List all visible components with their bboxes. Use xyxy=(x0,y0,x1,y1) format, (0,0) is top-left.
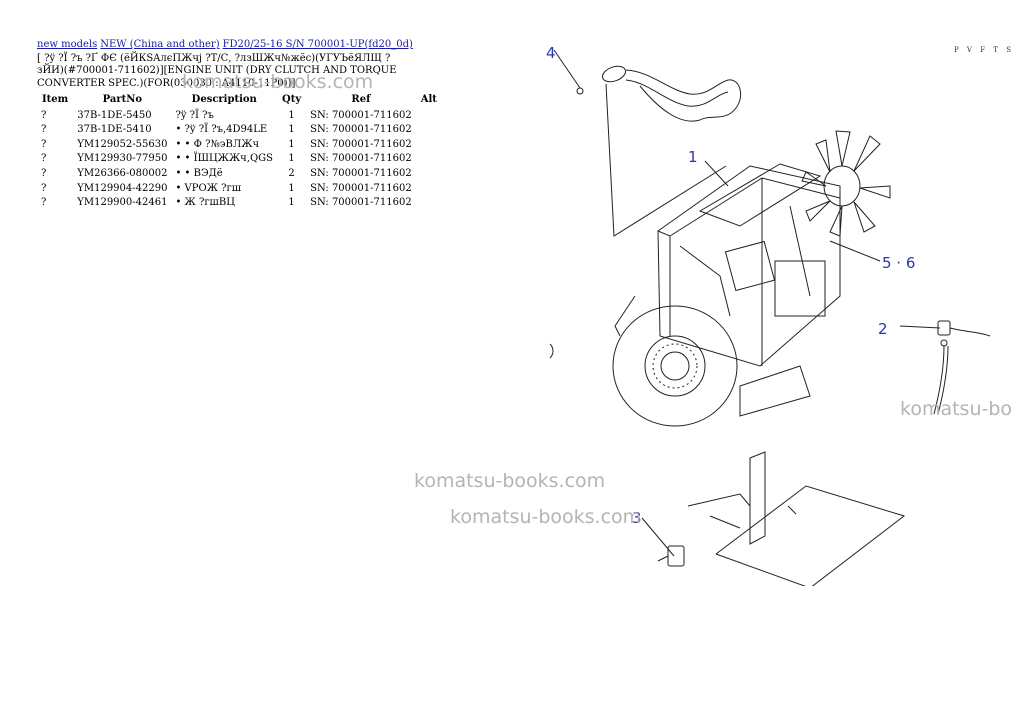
cell-partno: 37B-1DE-5410 xyxy=(77,124,152,136)
cell-partno: 37B-1DE-5450 xyxy=(77,109,152,121)
cell-ref: SN: 700001-711602 xyxy=(310,153,412,165)
header-description: Description xyxy=(191,94,257,105)
cell-description: • VРОЖ ?гш xyxy=(175,182,242,194)
cell-item: ? xyxy=(41,153,47,165)
breadcrumb-link-new-models[interactable]: new models xyxy=(37,39,98,50)
table-row: ? 37B-1DE-5450 ?ÿ ?Ї ?ъ 1 SN: 700001-711… xyxy=(37,109,442,124)
table-row: ? 37B-1DE-5410 • ?ÿ ?Ї ?ъ,4D94LE 1 SN: 7… xyxy=(37,123,442,138)
table-row: ? YM129904-42290 • VРОЖ ?гш 1 SN: 700001… xyxy=(37,181,442,196)
leader-line-5-6 xyxy=(829,240,881,262)
page-title: [ ?ÿ ?Ї ?ъ ?Ґ ФЄ (ёЙКSAлєПЖчј ?Т/С, ?лзШ… xyxy=(37,52,397,89)
parts-table: Item PartNo Description Qty Ref Alt ? 37… xyxy=(37,93,442,211)
sensor-illustration xyxy=(933,320,991,415)
drawing-code: P V F T S xyxy=(954,46,1014,54)
table-row: ? YM26366-080002 • • ВЭДё 2 SN: 700001-7… xyxy=(37,167,442,182)
edge-fragment xyxy=(549,343,554,359)
cell-item: ? xyxy=(41,138,47,150)
cell-item: ? xyxy=(41,197,47,209)
table-row: ? YM129930-77950 • • ЇШЦЖЖч,QGS 1 SN: 70… xyxy=(37,152,442,167)
table-header-row: Item PartNo Description Qty Ref Alt xyxy=(37,93,442,109)
cell-item: ? xyxy=(41,109,47,121)
cell-partno: YM129052-55630 xyxy=(77,138,168,150)
header-item: Item xyxy=(42,94,69,105)
callout-3: 3 xyxy=(632,509,642,527)
leader-line-3 xyxy=(641,517,675,557)
cell-qty: 2 xyxy=(288,167,295,179)
cell-ref: SN: 700001-711602 xyxy=(310,167,412,179)
cell-description: • • ЇШЦЖЖч,QGS xyxy=(175,153,274,165)
cell-ref: SN: 700001-711602 xyxy=(310,109,412,121)
cell-partno: YM129900-42461 xyxy=(77,197,168,209)
header-qty: Qty xyxy=(282,94,302,105)
cell-description: • Ж ?гшВЦ xyxy=(175,197,235,209)
cell-qty: 1 xyxy=(288,153,295,165)
cell-item: ? xyxy=(41,182,47,194)
cell-alt xyxy=(416,181,442,196)
cell-qty: 1 xyxy=(288,109,295,121)
bracket-illustration xyxy=(657,451,906,586)
leader-line-1 xyxy=(704,160,729,187)
cell-qty: 1 xyxy=(288,182,295,194)
leader-line-2 xyxy=(899,325,941,329)
cell-description: ?ÿ ?Ї ?ъ xyxy=(175,109,214,121)
table-row: ? YM129900-42461 • Ж ?гшВЦ 1 SN: 700001-… xyxy=(37,196,442,211)
cell-partno: YM129904-42290 xyxy=(77,182,168,194)
table-row: ? YM129052-55630 • • Ф ?№эВЛЖч 1 SN: 700… xyxy=(37,138,442,153)
cell-partno: YM129930-77950 xyxy=(77,153,168,165)
cell-partno: YM26366-080002 xyxy=(77,167,168,179)
breadcrumb-link-model[interactable]: FD20/25-16 S/N 700001-UP(fd20_0d) xyxy=(222,39,413,50)
cell-alt xyxy=(416,167,442,182)
callout-2: 2 xyxy=(878,320,888,338)
cell-ref: SN: 700001-711602 xyxy=(310,182,412,194)
header-alt: Alt xyxy=(420,94,437,105)
cell-ref: SN: 700001-711602 xyxy=(310,197,412,209)
cell-item: ? xyxy=(41,124,47,136)
callout-4: 4 xyxy=(546,44,556,62)
cell-item: ? xyxy=(41,167,47,179)
cell-alt xyxy=(416,109,442,124)
engine-parts-drawing: 4 1 5 · 6 2 3 xyxy=(546,44,991,586)
cell-alt xyxy=(416,138,442,153)
breadcrumb-link-new-china[interactable]: NEW (China and other) xyxy=(100,39,220,50)
cell-description: • ?ÿ ?Ї ?ъ,4D94LE xyxy=(175,124,268,136)
cell-alt xyxy=(416,152,442,167)
cell-qty: 1 xyxy=(288,197,295,209)
fan-illustration xyxy=(801,130,891,237)
cell-ref: SN: 700001-711602 xyxy=(310,138,412,150)
header-partno: PartNo xyxy=(102,94,143,105)
engine-illustration xyxy=(612,130,891,427)
cell-qty: 1 xyxy=(288,124,295,136)
cell-alt xyxy=(416,196,442,211)
header-ref: Ref xyxy=(351,94,371,105)
callout-1: 1 xyxy=(688,148,698,166)
cell-ref: SN: 700001-711602 xyxy=(310,124,412,136)
cell-qty: 1 xyxy=(288,138,295,150)
leader-line-4b xyxy=(605,83,727,237)
cell-description: • • ВЭДё xyxy=(175,167,223,179)
hose-illustration xyxy=(576,65,742,122)
cell-alt xyxy=(416,123,442,138)
leader-line-4 xyxy=(553,49,581,89)
cell-description: • • Ф ?№эВЛЖч xyxy=(175,138,260,150)
callout-5-6: 5 · 6 xyxy=(882,254,915,272)
